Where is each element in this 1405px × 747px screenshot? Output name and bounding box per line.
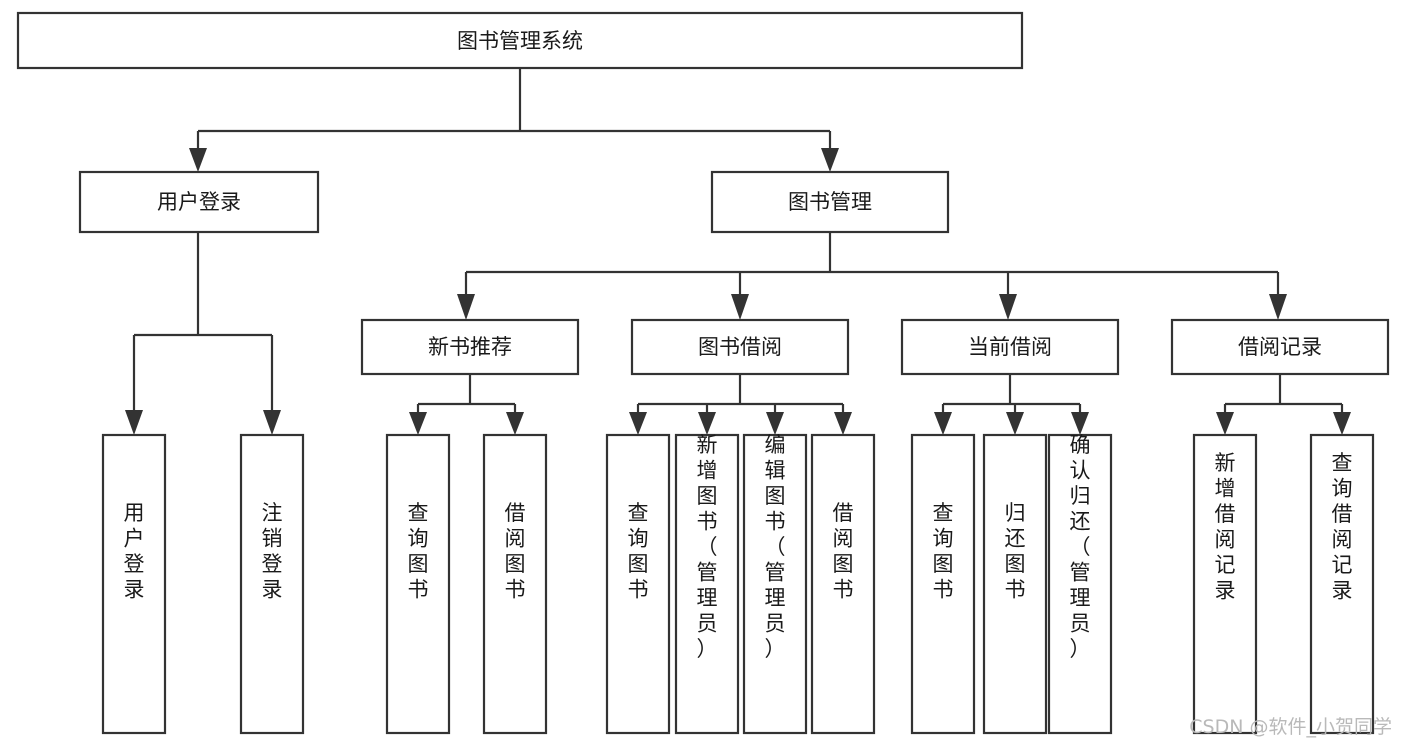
node-book-management-label: 图书管理 xyxy=(788,190,872,214)
node-book-management-box[interactable] xyxy=(710,170,950,234)
node-book-borrow[interactable]: 图书借阅 xyxy=(630,318,850,376)
leaf-user-login-logout-label: 注销登录 xyxy=(262,501,283,602)
arrow-root-to-user-login xyxy=(189,148,207,172)
node-borrow-record-label: 借阅记录 xyxy=(1238,335,1322,359)
leaf-new-book-borrow-box[interactable] xyxy=(482,433,548,735)
leaf-current-confirm-return-box[interactable] xyxy=(1047,433,1113,735)
node-book-borrow-box[interactable] xyxy=(630,318,850,376)
leaf-user-login-login-box[interactable] xyxy=(101,433,167,735)
leaf-current-confirm-return-label: 确认归还（管理员） xyxy=(1070,433,1091,661)
arrow-bookmgmt-to-borrow xyxy=(731,294,749,320)
node-current-borrow-box[interactable] xyxy=(900,318,1120,376)
node-book-borrow-label: 图书借阅 xyxy=(698,335,782,359)
arrow-bookmgmt-to-newbook xyxy=(457,294,475,320)
leaf-user-login-login[interactable]: 用户登录 xyxy=(101,433,167,735)
leaf-current-return[interactable]: 归还图书 xyxy=(982,433,1048,735)
node-root-box[interactable] xyxy=(16,11,1024,70)
arrow-root-to-book-mgmt xyxy=(821,148,839,172)
arrow-newbook-leaf-1 xyxy=(409,412,427,435)
leaf-borrow-edit[interactable]: 编辑图书（管理员） xyxy=(742,433,808,735)
leaf-new-book-query-label: 查询图书 xyxy=(408,501,429,602)
leaf-record-query-box[interactable] xyxy=(1309,433,1375,735)
leaf-borrow-borrow-label: 借阅图书 xyxy=(833,501,854,602)
leaf-user-login-logout[interactable]: 注销登录 xyxy=(239,433,305,735)
node-current-borrow-label: 当前借阅 xyxy=(968,335,1052,359)
leaf-record-add-box[interactable] xyxy=(1192,433,1258,735)
leaf-current-confirm-return[interactable]: 确认归还（管理员） xyxy=(1047,433,1113,735)
leaf-current-return-label: 归还图书 xyxy=(1005,501,1026,602)
leaf-borrow-borrow[interactable]: 借阅图书 xyxy=(810,433,876,735)
arrow-record-leaf-2 xyxy=(1333,412,1351,435)
leaf-current-query-label: 查询图书 xyxy=(933,501,954,602)
leaf-borrow-borrow-box[interactable] xyxy=(810,433,876,735)
leaf-borrow-edit-label: 编辑图书（管理员） xyxy=(765,433,786,661)
leaf-user-login-logout-box[interactable] xyxy=(239,433,305,735)
leaf-borrow-add[interactable]: 新增图书（管理员） xyxy=(674,433,740,735)
node-borrow-record-box[interactable] xyxy=(1170,318,1390,376)
csdn-watermark: CSDN @软件_小贺同学 xyxy=(1189,716,1392,738)
arrow-borrow-leaf-3 xyxy=(766,412,784,435)
node-new-book-recommend-box[interactable] xyxy=(360,318,580,376)
node-borrow-record[interactable]: 借阅记录 xyxy=(1170,318,1390,376)
leaf-borrow-query-label: 查询图书 xyxy=(628,501,649,602)
leaf-new-book-query-box[interactable] xyxy=(385,433,451,735)
arrow-bookmgmt-to-record xyxy=(1269,294,1287,320)
node-current-borrow[interactable]: 当前借阅 xyxy=(900,318,1120,376)
arrow-userlogin-leaf-2 xyxy=(263,410,281,435)
node-root[interactable]: 图书管理系统 xyxy=(16,11,1024,70)
arrow-userlogin-leaf-1 xyxy=(125,410,143,435)
arrow-bookmgmt-to-current xyxy=(999,294,1017,320)
arrow-current-leaf-1 xyxy=(934,412,952,435)
arrow-borrow-leaf-2 xyxy=(698,412,716,435)
node-user-login[interactable]: 用户登录 xyxy=(78,170,320,234)
node-new-book-recommend-label: 新书推荐 xyxy=(428,335,512,359)
arrow-current-leaf-2 xyxy=(1006,412,1024,435)
leaf-new-book-borrow[interactable]: 借阅图书 xyxy=(482,433,548,735)
leaf-record-add[interactable]: 新增借阅记录 xyxy=(1192,433,1258,735)
leaf-user-login-login-label: 用户登录 xyxy=(124,501,145,602)
leaf-borrow-edit-box[interactable] xyxy=(742,433,808,735)
leaf-new-book-query[interactable]: 查询图书 xyxy=(385,433,451,735)
leaf-record-add-label: 新增借阅记录 xyxy=(1215,451,1236,603)
arrow-record-leaf-1 xyxy=(1216,412,1234,435)
connector-layer xyxy=(125,68,1351,435)
arrow-current-leaf-3 xyxy=(1071,412,1089,435)
node-user-login-label: 用户登录 xyxy=(157,190,241,214)
node-new-book-recommend[interactable]: 新书推荐 xyxy=(360,318,580,376)
leaf-borrow-add-label: 新增图书（管理员） xyxy=(697,433,718,661)
arrow-borrow-leaf-1 xyxy=(629,412,647,435)
leaf-current-query-box[interactable] xyxy=(910,433,976,735)
leaf-new-book-borrow-label: 借阅图书 xyxy=(505,501,526,602)
leaf-current-return-box[interactable] xyxy=(982,433,1048,735)
leaf-record-query-label: 查询借阅记录 xyxy=(1332,451,1353,603)
leaf-borrow-query[interactable]: 查询图书 xyxy=(605,433,671,735)
leaf-record-query[interactable]: 查询借阅记录 xyxy=(1309,433,1375,735)
arrow-borrow-leaf-4 xyxy=(834,412,852,435)
node-root-label: 图书管理系统 xyxy=(457,29,583,53)
leaf-borrow-add-box[interactable] xyxy=(674,433,740,735)
leaf-current-query[interactable]: 查询图书 xyxy=(910,433,976,735)
node-book-management[interactable]: 图书管理 xyxy=(710,170,950,234)
leaf-borrow-query-box[interactable] xyxy=(605,433,671,735)
node-user-login-box[interactable] xyxy=(78,170,320,234)
arrow-newbook-leaf-2 xyxy=(506,412,524,435)
